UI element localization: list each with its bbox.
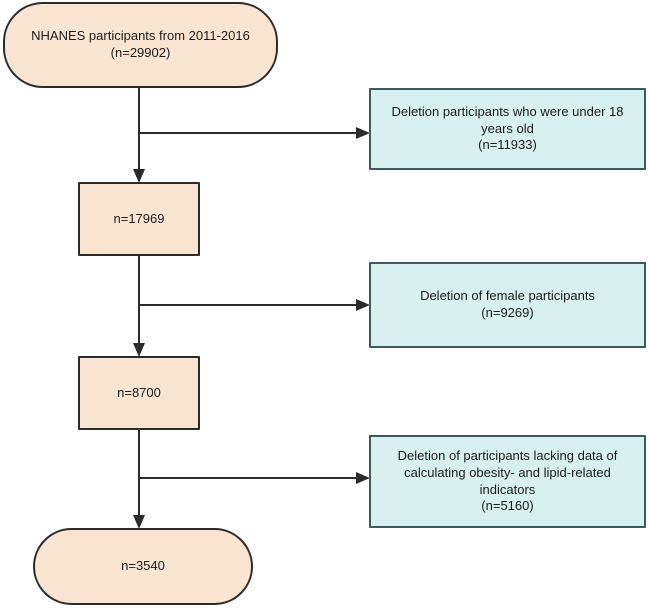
node-exclusion2-label: Deletion of female participants (n=9269)	[420, 288, 595, 320]
node-exclusion1-label: Deletion participants who were under 18 …	[391, 104, 624, 153]
arrowhead-step2-to-exclusion3	[356, 472, 370, 484]
node-exclusion2: Deletion of female participants (n=9269)	[369, 262, 646, 348]
node-start: NHANES participants from 2011-2016 (n=29…	[3, 2, 278, 88]
arrowhead-step1-to-step2	[133, 343, 145, 357]
node-step2-label: n=8700	[117, 384, 161, 400]
node-exclusion3: Deletion of participants lacking data of…	[369, 435, 646, 528]
node-step2: n=8700	[78, 356, 200, 430]
arrowhead-step1-to-exclusion2	[356, 299, 370, 311]
node-final-label: n=3540	[121, 558, 165, 574]
node-step1-label: n=17969	[113, 210, 165, 226]
arrowhead-start-to-step1	[133, 169, 145, 183]
node-exclusion1: Deletion participants who were under 18 …	[369, 88, 646, 170]
node-final: n=3540	[33, 528, 253, 605]
arrowhead-step2-to-final	[133, 515, 145, 529]
node-start-label: NHANES participants from 2011-2016 (n=29…	[31, 28, 250, 60]
arrowhead-start-to-exclusion1	[356, 127, 370, 139]
node-step1: n=17969	[78, 182, 200, 256]
node-exclusion3-label: Deletion of participants lacking data of…	[397, 448, 618, 514]
